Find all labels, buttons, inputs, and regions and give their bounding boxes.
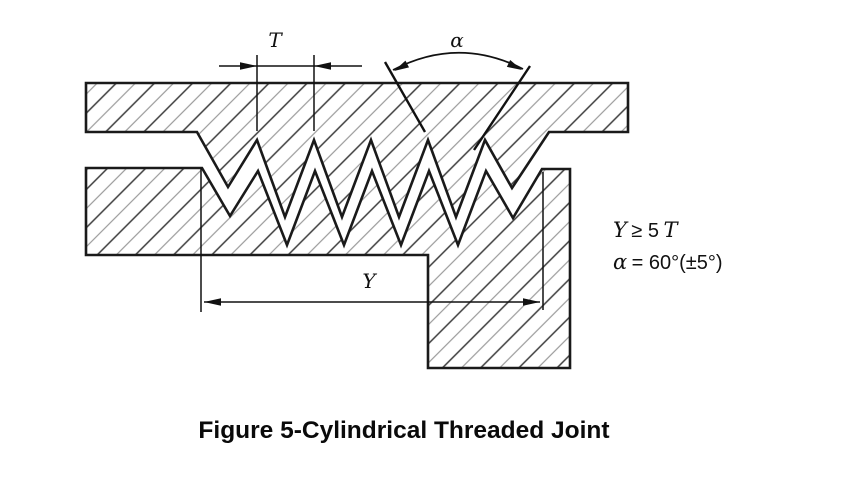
- engagement-dimension: Y: [200, 168, 544, 312]
- note-angle: α = 60°(±5°): [613, 250, 723, 274]
- engagement-arrow-left: [204, 298, 221, 306]
- angle-arc: [392, 51, 524, 71]
- angle-dimension: α: [383, 28, 531, 151]
- pitch-arrow-left: [240, 62, 257, 70]
- angle-flank-line-left: [383, 61, 427, 133]
- angle-flank-line-right: [473, 65, 531, 151]
- lower-part-section: [84, 166, 572, 370]
- pitch-dimension: T: [219, 28, 362, 131]
- note-engagement: Y ≥ 5 T: [613, 218, 679, 242]
- engagement-label: Y: [362, 269, 377, 293]
- angle-label: α: [450, 28, 464, 52]
- engagement-arrow-right: [523, 298, 540, 306]
- angle-arrow-right: [506, 60, 522, 70]
- angle-arrow-left: [394, 60, 410, 71]
- figure-caption: Figure 5-Cylindrical Threaded Joint: [198, 417, 610, 444]
- upper-part-section: [84, 81, 630, 221]
- pitch-label: T: [268, 28, 283, 52]
- pitch-arrow-right: [314, 62, 331, 70]
